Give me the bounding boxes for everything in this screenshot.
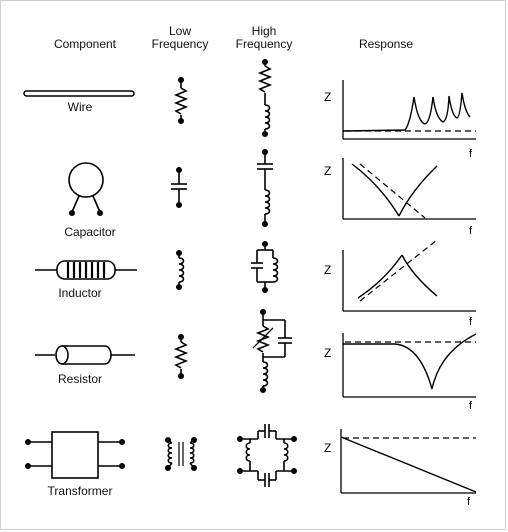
z-label: Z (324, 90, 331, 104)
header-component: Component (53, 37, 117, 51)
capacitor-response-plot: Z f (324, 158, 476, 237)
resistor-response-plot: Z f (324, 333, 477, 412)
svg-text:Z: Z (324, 263, 331, 277)
svg-text:f: f (469, 400, 473, 412)
inductor-high-frequency (251, 241, 279, 293)
capacitor-symbol (68, 162, 104, 217)
header-high-frequency: High Frequency (235, 24, 293, 51)
label-capacitor: Capacitor (64, 225, 116, 239)
svg-text:Z: Z (324, 164, 331, 178)
header-response: Response (358, 37, 414, 51)
label-resistor: Resistor (57, 372, 102, 386)
svg-text:f: f (469, 225, 473, 237)
resistor-high-frequency (252, 308, 292, 393)
inductor-low-frequency (176, 250, 185, 290)
resistor-low-frequency (175, 333, 187, 379)
svg-text:Z: Z (324, 441, 331, 455)
inductor-response-plot: Z f (324, 239, 476, 328)
capacitor-high-frequency (257, 149, 273, 228)
label-wire: Wire (67, 100, 93, 114)
wire-high-frequency-rl (259, 58, 271, 138)
transformer-symbol (24, 431, 126, 479)
svg-text:Z: Z (324, 346, 331, 360)
transformer-response-plot: Z f (324, 429, 477, 508)
header-low-frequency: Low Frequency (151, 24, 209, 51)
f-label: f (469, 148, 473, 160)
capacitor-low-frequency (171, 167, 187, 209)
wire-low-frequency-resistor (175, 77, 187, 125)
wire-response-plot: Z f (324, 80, 476, 160)
label-transformer: Transformer (47, 484, 113, 498)
transformer-low-frequency (165, 436, 198, 471)
inductor-symbol (35, 260, 137, 280)
resistor-symbol (35, 345, 135, 365)
label-inductor: Inductor (58, 286, 102, 300)
wire-symbol (23, 90, 135, 97)
svg-text:f: f (469, 316, 473, 328)
svg-text:f: f (467, 496, 471, 508)
transformer-high-frequency (237, 424, 297, 487)
